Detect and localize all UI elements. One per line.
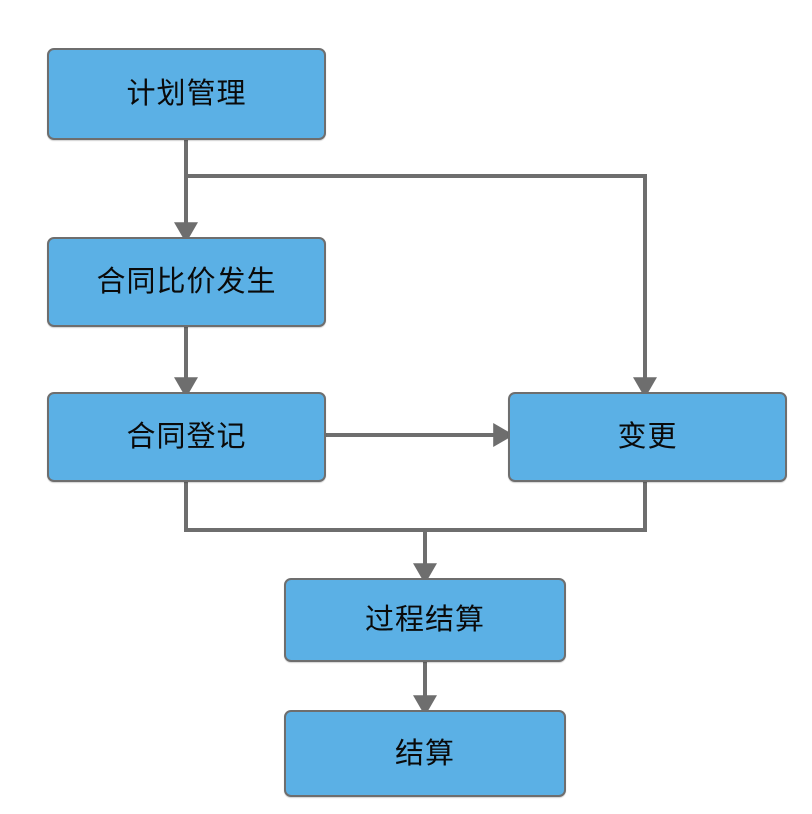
- node-settlement[interactable]: 结算: [284, 710, 566, 797]
- edge-register-to-progress: [184, 482, 437, 584]
- node-plan[interactable]: 计划管理: [47, 48, 326, 140]
- node-plan-label: 计划管理: [126, 76, 247, 111]
- node-change[interactable]: 变更: [508, 392, 787, 482]
- node-progress-settlement[interactable]: 过程结算: [284, 578, 566, 662]
- node-contract-price-comparison[interactable]: 合同比价发生: [47, 237, 326, 327]
- node-progress-settlement-label: 过程结算: [364, 602, 485, 637]
- edge-change-to-progress: [425, 482, 647, 532]
- node-contract-registration[interactable]: 合同登记: [47, 392, 326, 482]
- node-contract-price-comparison-label: 合同比价发生: [96, 264, 277, 299]
- node-contract-registration-label: 合同登记: [126, 419, 247, 454]
- node-change-label: 变更: [617, 419, 678, 454]
- node-settlement-label: 结算: [394, 735, 455, 770]
